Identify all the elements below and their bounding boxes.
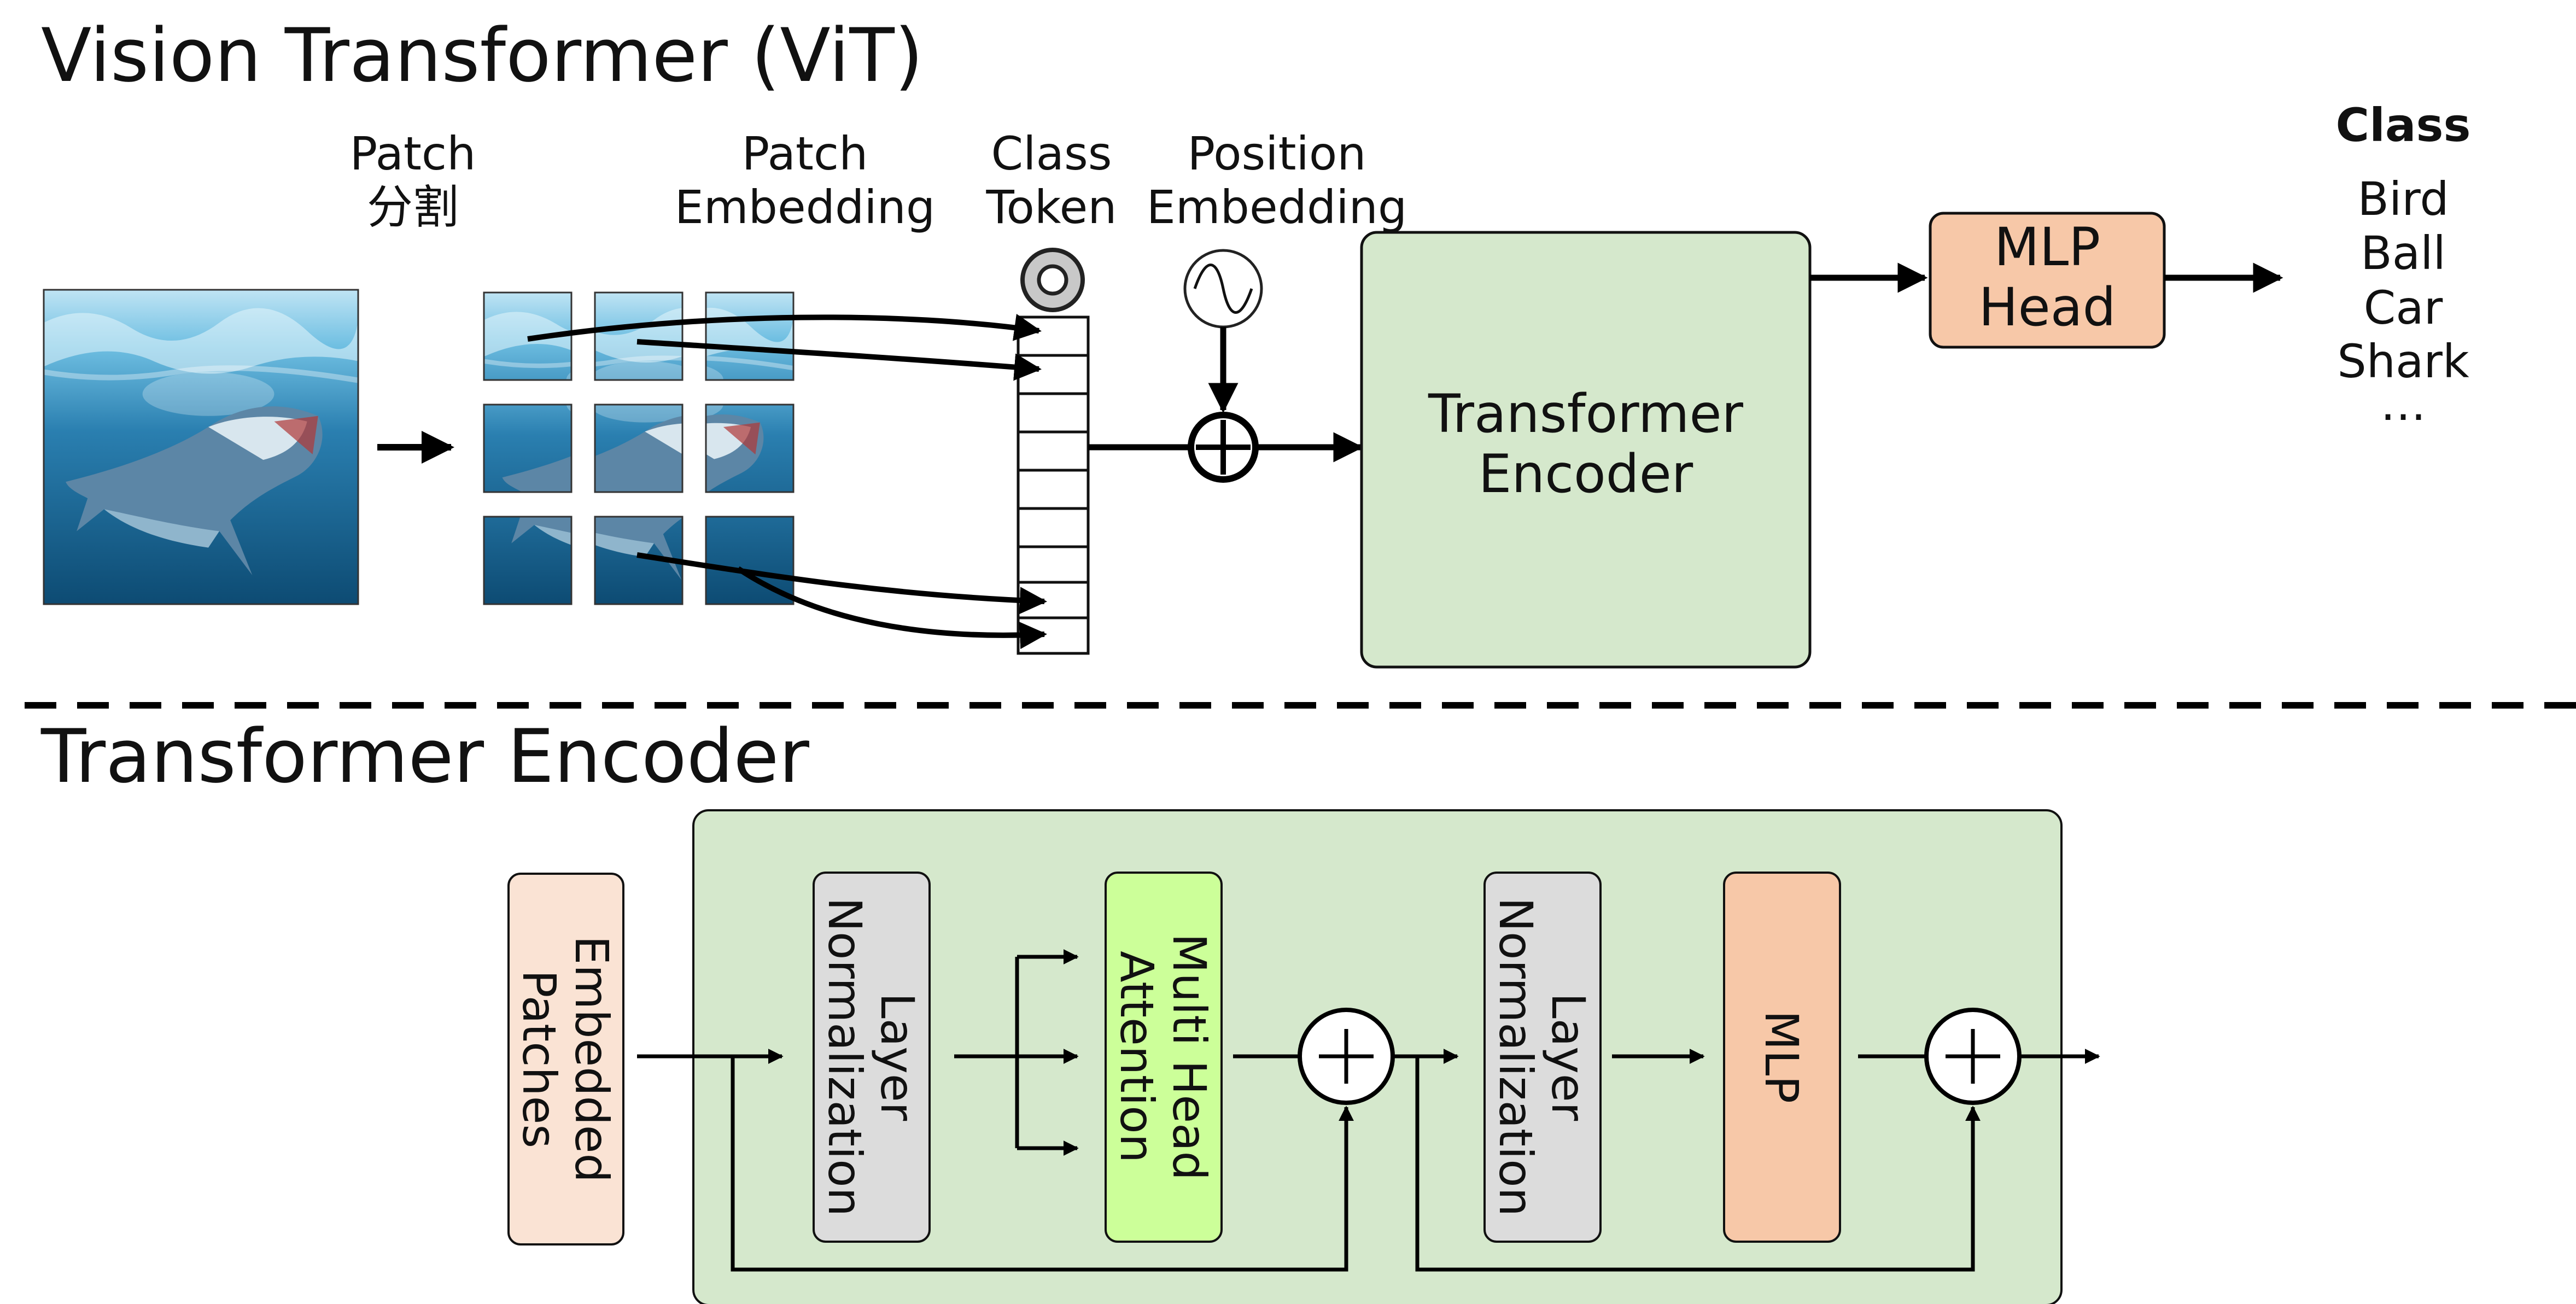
class-item: Bird <box>2357 172 2449 226</box>
image-patch <box>594 404 684 493</box>
image-patch <box>705 516 795 605</box>
patch-to-token-arrow <box>737 566 1047 650</box>
patch-to-token-arrow <box>527 314 1042 342</box>
residual-connection-2 <box>1415 1056 1981 1272</box>
transformer-encoder-block <box>1360 231 1812 669</box>
mlp-head-label-line1: MLP <box>1994 217 2100 278</box>
mlp-block <box>1723 872 1841 1243</box>
layer-norm-block-1 <box>813 872 931 1243</box>
residual-connection-1 <box>731 1056 1354 1272</box>
mlp-label: MLP <box>1755 1010 1808 1103</box>
layer-norm-1-label-line1: Layer <box>871 993 924 1121</box>
image-patch <box>483 516 573 605</box>
encoder-section-title: Transformer Encoder <box>40 714 809 799</box>
multi-head-attention-block <box>1105 872 1223 1243</box>
layer-norm-block-2 <box>1483 872 1602 1243</box>
class-item: Ball <box>2361 226 2446 280</box>
patch-to-token-arrow <box>636 552 1047 615</box>
patch-to-token-arrow <box>636 339 1042 381</box>
image-patch <box>483 404 573 493</box>
sine-wave-icon <box>1183 249 1263 329</box>
position-embedding-label-line2: Embedding <box>1147 180 1407 234</box>
residual-add-icon-1 <box>1298 1008 1395 1105</box>
image-patch <box>483 291 573 381</box>
class-item: Car <box>2364 281 2443 335</box>
class-heading: Class <box>2335 98 2470 152</box>
image-patch <box>705 291 795 381</box>
embedded-patches-label-line2: Patches <box>512 970 566 1148</box>
transformer-encoder-label-line2: Encoder <box>1479 443 1693 505</box>
layer-norm-2-label-line1: Layer <box>1541 993 1595 1121</box>
image-patch <box>594 291 684 381</box>
patch-embedding-label-line2: Embedding <box>675 180 935 234</box>
residual-add-icon-2 <box>1924 1008 2022 1105</box>
patch-split-label-line1: Patch <box>350 127 476 180</box>
layer-norm-2-label-line2: Normalization <box>1489 897 1543 1217</box>
embedded-patches-label-line1: Embedded <box>565 935 618 1183</box>
image-patch <box>705 404 795 493</box>
patch-split-label-line2: 分割 <box>367 180 459 234</box>
attention-label-line1: Multi Head <box>1163 933 1216 1180</box>
class-token-icon <box>1020 248 1085 312</box>
embedded-patches-block <box>507 873 624 1245</box>
mlp-head-label-line2: Head <box>1978 277 2116 338</box>
patch-embedding-label-line1: Patch <box>742 127 868 180</box>
layer-norm-1-label-line2: Normalization <box>818 897 872 1217</box>
class-token-label-line1: Class <box>991 127 1112 180</box>
attention-label-line2: Attention <box>1110 951 1164 1163</box>
transformer-encoder-label-line1: Transformer <box>1428 383 1744 445</box>
add-icon <box>1188 412 1259 483</box>
patch-grid <box>483 291 795 605</box>
shark-input-image <box>43 289 359 605</box>
class-item: Shark <box>2337 335 2469 388</box>
class-item: … <box>2380 377 2426 431</box>
vit-title: Vision Transformer (ViT) <box>41 13 923 98</box>
class-token-label-line2: Token <box>986 180 1117 234</box>
position-embedding-label-line1: Position <box>1187 127 1366 180</box>
